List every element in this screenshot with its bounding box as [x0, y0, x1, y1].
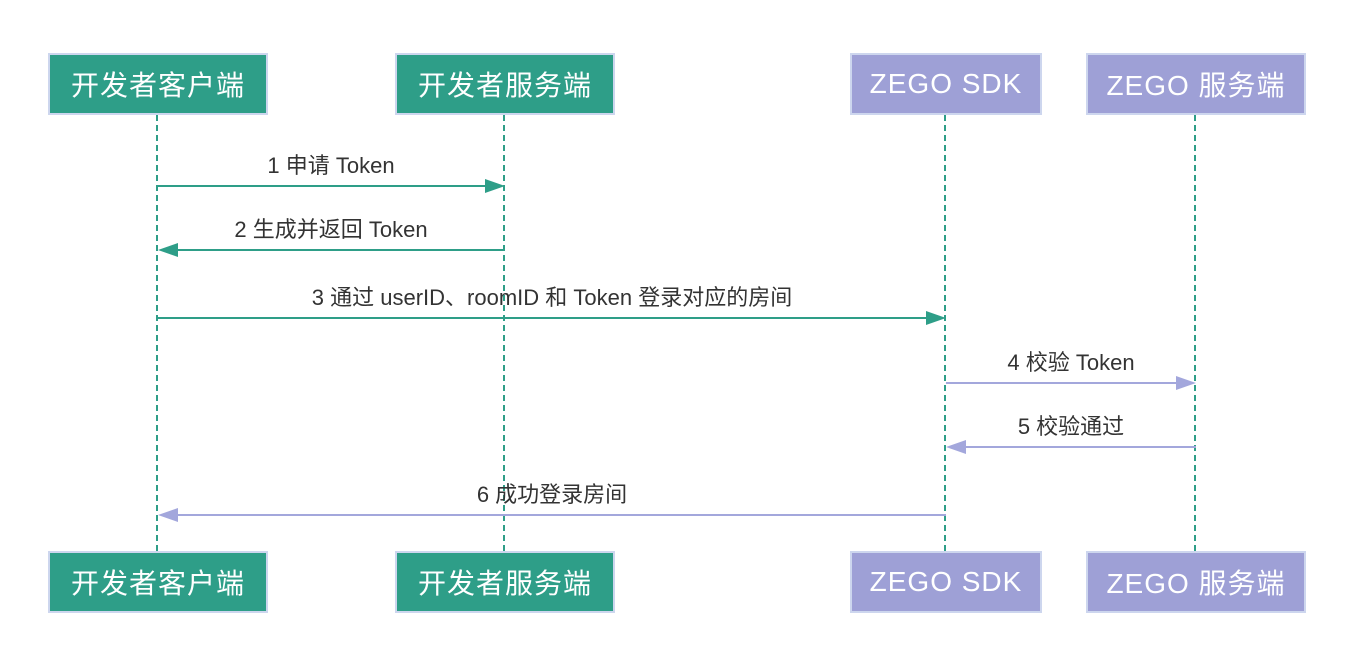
message-6-arrowhead-left-icon — [158, 508, 178, 522]
message-5-line — [966, 446, 1196, 448]
message-5-arrowhead-left-icon — [946, 440, 966, 454]
message-6-line — [178, 514, 946, 516]
message-2-line — [178, 249, 505, 251]
message-2-arrowhead-left-icon — [158, 243, 178, 257]
lifeline-zego-server — [1194, 115, 1196, 551]
actor-box-zego-server-bottom: ZEGO 服务端 — [1086, 551, 1306, 613]
message-5-label: 5 校验通过 — [1017, 414, 1125, 439]
message-3-label: 3 通过 userID、roomID 和 Token 登录对应的房间 — [311, 285, 793, 310]
message-6-label: 6 成功登录房间 — [476, 482, 628, 507]
lifeline-dev-client — [156, 115, 158, 551]
message-4-line — [946, 382, 1176, 384]
actor-box-dev-server-bottom: 开发者服务端 — [395, 551, 615, 613]
lifeline-dev-server — [503, 115, 505, 551]
message-1-arrowhead-right-icon — [485, 179, 505, 193]
actor-box-zego-sdk-top: ZEGO SDK — [850, 53, 1042, 115]
message-1-line — [158, 185, 485, 187]
actor-box-dev-client-bottom: 开发者客户端 — [48, 551, 268, 613]
actor-box-zego-server-top: ZEGO 服务端 — [1086, 53, 1306, 115]
actor-box-dev-server-top: 开发者服务端 — [395, 53, 615, 115]
actor-box-dev-client-top: 开发者客户端 — [48, 53, 268, 115]
message-2-label: 2 生成并返回 Token — [234, 217, 428, 242]
message-3-arrowhead-right-icon — [926, 311, 946, 325]
message-4-arrowhead-right-icon — [1176, 376, 1196, 390]
lifeline-zego-sdk — [944, 115, 946, 551]
actor-box-zego-sdk-bottom: ZEGO SDK — [850, 551, 1042, 613]
message-4-label: 4 校验 Token — [1007, 350, 1135, 375]
message-1-label: 1 申请 Token — [267, 153, 395, 178]
message-3-line — [158, 317, 926, 319]
